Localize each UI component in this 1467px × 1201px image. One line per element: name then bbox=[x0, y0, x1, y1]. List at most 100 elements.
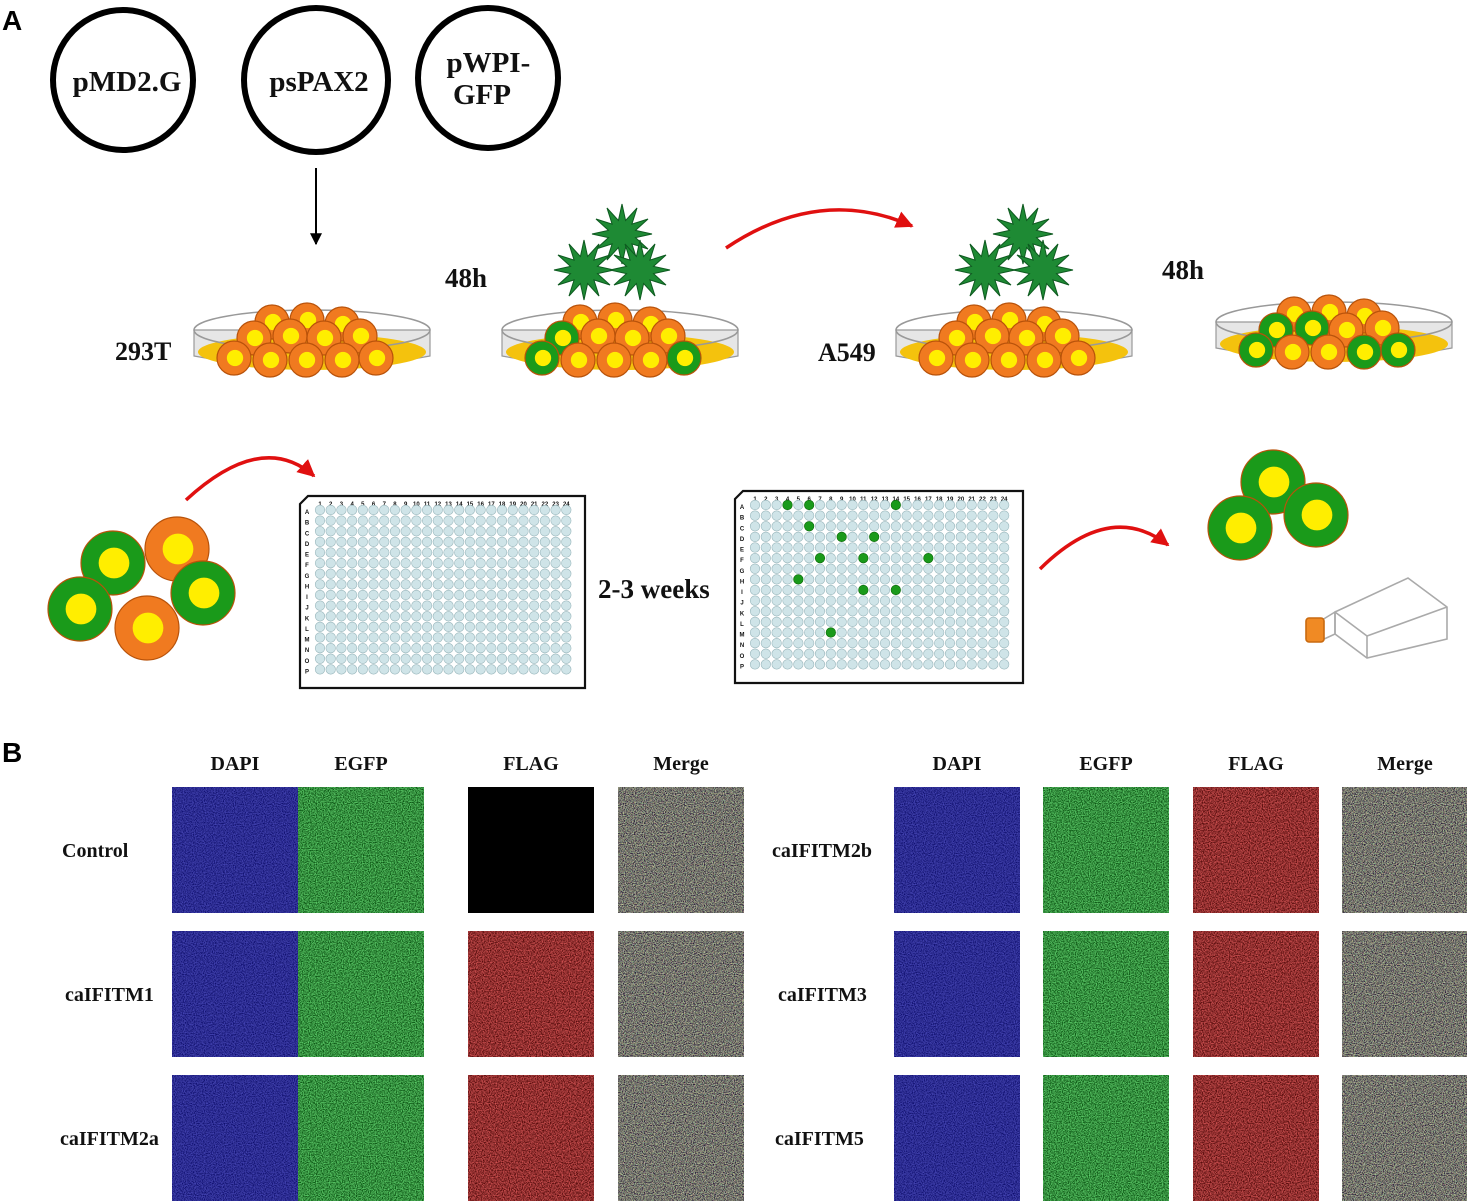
well bbox=[847, 531, 858, 542]
well bbox=[454, 589, 465, 601]
well bbox=[518, 653, 529, 664]
well bbox=[486, 515, 497, 526]
well bbox=[432, 547, 443, 558]
well bbox=[869, 499, 880, 511]
well bbox=[923, 638, 934, 649]
well bbox=[464, 526, 475, 537]
well bbox=[836, 574, 847, 585]
micrograph-flag bbox=[1193, 931, 1319, 1057]
well-positive bbox=[825, 627, 836, 638]
well bbox=[999, 627, 1010, 638]
cell bbox=[596, 342, 632, 378]
well bbox=[550, 621, 561, 632]
well bbox=[749, 553, 761, 564]
well bbox=[336, 643, 347, 654]
well bbox=[529, 568, 540, 579]
well bbox=[999, 499, 1010, 511]
well bbox=[325, 536, 336, 547]
well bbox=[400, 526, 411, 537]
well bbox=[325, 664, 336, 675]
well bbox=[923, 499, 934, 511]
well bbox=[550, 643, 561, 654]
well bbox=[443, 632, 454, 643]
plate-row-label: C bbox=[740, 526, 745, 532]
well bbox=[793, 510, 804, 521]
well bbox=[486, 547, 497, 558]
cell bbox=[1310, 334, 1346, 370]
well bbox=[464, 611, 475, 622]
well bbox=[944, 648, 956, 659]
well bbox=[550, 568, 561, 579]
well bbox=[464, 589, 475, 601]
well bbox=[486, 589, 497, 601]
well bbox=[825, 616, 836, 627]
well bbox=[825, 563, 836, 574]
well bbox=[934, 521, 945, 532]
well bbox=[325, 558, 336, 569]
well bbox=[411, 653, 422, 664]
well bbox=[529, 643, 540, 654]
well bbox=[814, 574, 826, 585]
well bbox=[507, 579, 518, 590]
well bbox=[314, 653, 326, 664]
well bbox=[443, 536, 454, 547]
well bbox=[804, 542, 815, 553]
well bbox=[400, 600, 411, 611]
well bbox=[847, 574, 858, 585]
well bbox=[561, 547, 572, 558]
well bbox=[782, 659, 793, 670]
well bbox=[825, 606, 836, 617]
well bbox=[760, 627, 771, 638]
well bbox=[336, 589, 347, 601]
well bbox=[912, 531, 923, 542]
well bbox=[422, 536, 433, 547]
well bbox=[325, 589, 336, 601]
well bbox=[793, 584, 804, 596]
well bbox=[901, 638, 912, 649]
well bbox=[934, 510, 945, 521]
well bbox=[988, 627, 999, 638]
well bbox=[901, 521, 912, 532]
well bbox=[890, 521, 901, 532]
well bbox=[400, 589, 411, 601]
well bbox=[496, 515, 508, 526]
well bbox=[314, 600, 326, 611]
well bbox=[518, 579, 529, 590]
well bbox=[368, 611, 379, 622]
well bbox=[389, 600, 401, 611]
well bbox=[966, 606, 977, 617]
well bbox=[782, 606, 793, 617]
well bbox=[869, 627, 880, 638]
well bbox=[999, 553, 1010, 564]
well bbox=[858, 542, 869, 553]
well bbox=[934, 499, 945, 511]
dish-a549-infected bbox=[1215, 294, 1453, 370]
well bbox=[879, 659, 891, 670]
well bbox=[858, 616, 869, 627]
well bbox=[847, 584, 858, 596]
well bbox=[550, 664, 561, 675]
well bbox=[443, 643, 454, 654]
well bbox=[977, 553, 988, 564]
well-positive bbox=[858, 584, 869, 596]
well bbox=[999, 659, 1010, 670]
well bbox=[836, 542, 847, 553]
well bbox=[443, 547, 454, 558]
well bbox=[901, 553, 912, 564]
cell bbox=[632, 342, 668, 378]
well bbox=[879, 638, 891, 649]
well bbox=[496, 643, 508, 654]
well bbox=[347, 536, 358, 547]
well bbox=[357, 664, 368, 675]
plate-row-label: E bbox=[305, 553, 309, 559]
gfp-positive-cell bbox=[170, 560, 236, 626]
well bbox=[825, 648, 836, 659]
well bbox=[561, 643, 572, 654]
well bbox=[422, 579, 433, 590]
well bbox=[454, 568, 465, 579]
dish-293t-transfected bbox=[501, 302, 739, 378]
well bbox=[464, 558, 475, 569]
well bbox=[507, 643, 518, 654]
well bbox=[561, 515, 572, 526]
plate-row-label: J bbox=[305, 606, 308, 612]
